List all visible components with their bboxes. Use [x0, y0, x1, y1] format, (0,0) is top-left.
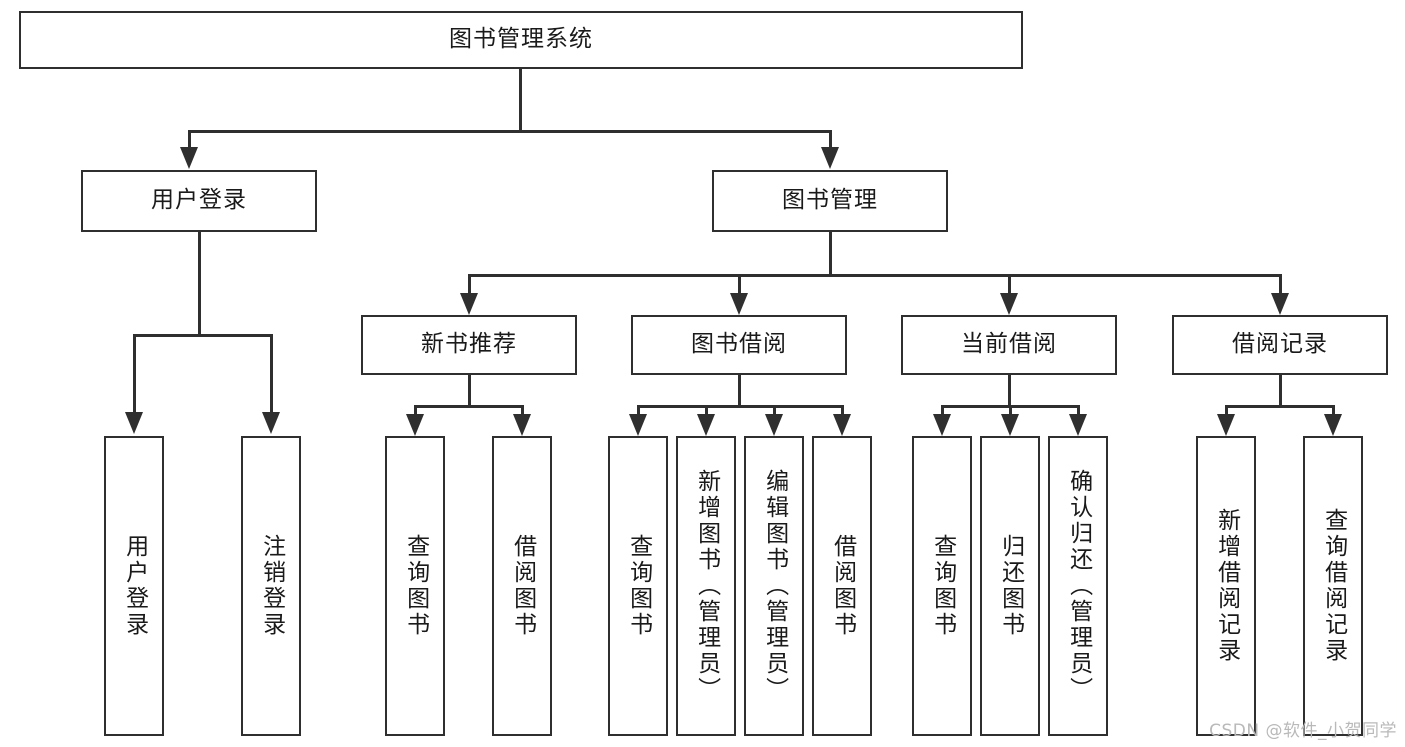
- connector-borrow-record-bar: [1225, 405, 1333, 408]
- node-leaf-query-record[interactable]: 查询借阅记录: [1303, 436, 1363, 736]
- arrow-to-leaf-return-book: [1001, 414, 1019, 436]
- node-leaf-user-login[interactable]: 用户登录: [104, 436, 164, 736]
- connector-book-manage-drop-3: [1008, 274, 1011, 296]
- connector-borrow-record-stem: [1279, 375, 1282, 407]
- node-label: 编辑图书（管理员）: [761, 469, 788, 703]
- node-book-manage[interactable]: 图书管理: [712, 170, 948, 232]
- connector-borrow-record-drop-1: [1225, 405, 1228, 417]
- connector-borrow-record-drop-2: [1332, 405, 1335, 417]
- node-label: 借阅图书: [509, 534, 536, 638]
- connector-book-borrow-drop-4: [841, 405, 844, 417]
- node-label: 当前借阅: [961, 331, 1057, 358]
- node-label: 确认归还（管理员）: [1065, 469, 1092, 703]
- arrow-to-current-borrow: [1000, 293, 1018, 315]
- connector-user-login-bar: [133, 334, 272, 337]
- node-new-book-rec[interactable]: 新书推荐: [361, 315, 577, 375]
- csdn-watermark: CSDN @软件_小贺同学: [1209, 721, 1397, 741]
- connector-book-manage-drop-1: [468, 274, 471, 296]
- connector-root-bar: [188, 130, 832, 133]
- node-leaf-borrow-book-2[interactable]: 借阅图书: [812, 436, 872, 736]
- connector-book-borrow-drop-1: [637, 405, 640, 417]
- arrow-to-leaf-query-book-1: [406, 414, 424, 436]
- connector-current-borrow-drop-2: [1009, 405, 1012, 417]
- arrow-to-leaf-add-record: [1217, 414, 1235, 436]
- node-root-system[interactable]: 图书管理系统: [19, 11, 1023, 69]
- arrow-to-user-login: [180, 147, 198, 169]
- node-label: 新增图书（管理员）: [693, 469, 720, 703]
- connector-book-manage-bar: [468, 274, 1282, 277]
- connector-book-borrow-bar: [637, 405, 842, 408]
- node-leaf-confirm-return[interactable]: 确认归还（管理员）: [1048, 436, 1108, 736]
- connector-current-borrow-drop-1: [941, 405, 944, 417]
- node-label: 图书借阅: [691, 331, 787, 358]
- node-label: 借阅记录: [1232, 331, 1328, 358]
- connector-book-borrow-drop-2: [705, 405, 708, 417]
- node-book-borrow[interactable]: 图书借阅: [631, 315, 847, 375]
- connector-user-login-stem: [198, 232, 201, 336]
- connector-book-manage-drop-4: [1279, 274, 1282, 296]
- node-current-borrow[interactable]: 当前借阅: [901, 315, 1117, 375]
- node-leaf-add-book[interactable]: 新增图书（管理员）: [676, 436, 736, 736]
- arrow-to-borrow-record: [1271, 293, 1289, 315]
- connector-root-to-book-manage: [829, 130, 832, 150]
- node-leaf-add-record[interactable]: 新增借阅记录: [1196, 436, 1256, 736]
- connector-book-borrow-stem: [738, 375, 741, 407]
- arrow-to-leaf-add-book: [697, 414, 715, 436]
- node-leaf-edit-book[interactable]: 编辑图书（管理员）: [744, 436, 804, 736]
- arrow-to-new-book-rec: [460, 293, 478, 315]
- connector-new-book-rec-stem: [468, 375, 471, 407]
- connector-book-manage-drop-2: [738, 274, 741, 296]
- node-label: 新增借阅记录: [1213, 508, 1240, 664]
- node-leaf-user-logout[interactable]: 注销登录: [241, 436, 301, 736]
- node-label: 图书管理系统: [449, 26, 593, 53]
- arrow-to-leaf-user-login: [125, 412, 143, 434]
- connector-book-manage-stem: [829, 232, 832, 276]
- node-leaf-borrow-book-1[interactable]: 借阅图书: [492, 436, 552, 736]
- arrow-to-leaf-query-book-2: [629, 414, 647, 436]
- arrow-to-book-borrow: [730, 293, 748, 315]
- arrow-to-leaf-confirm-return: [1069, 414, 1087, 436]
- arrow-to-leaf-borrow-book-2: [833, 414, 851, 436]
- connector-new-book-rec-drop-1: [414, 405, 417, 417]
- arrow-to-leaf-edit-book: [765, 414, 783, 436]
- node-label: 用户登录: [121, 534, 148, 638]
- node-label: 注销登录: [258, 534, 285, 638]
- node-label: 查询图书: [402, 534, 429, 638]
- arrow-to-leaf-query-record: [1324, 414, 1342, 436]
- node-leaf-query-book-2[interactable]: 查询图书: [608, 436, 668, 736]
- connector-new-book-rec-drop-2: [521, 405, 524, 417]
- arrow-to-leaf-query-book-3: [933, 414, 951, 436]
- node-label: 借阅图书: [829, 534, 856, 638]
- node-label: 用户登录: [151, 187, 247, 214]
- arrow-to-book-manage: [821, 147, 839, 169]
- node-leaf-return-book[interactable]: 归还图书: [980, 436, 1040, 736]
- connector-user-login-drop-1: [133, 334, 136, 414]
- node-leaf-query-book-3[interactable]: 查询图书: [912, 436, 972, 736]
- node-label: 新书推荐: [421, 331, 517, 358]
- connector-current-borrow-drop-3: [1077, 405, 1080, 417]
- node-label: 查询图书: [625, 534, 652, 638]
- node-label: 图书管理: [782, 187, 878, 214]
- arrow-to-leaf-user-logout: [262, 412, 280, 434]
- node-label: 归还图书: [997, 534, 1024, 638]
- connector-current-borrow-stem: [1008, 375, 1011, 407]
- connector-new-book-rec-bar: [414, 405, 522, 408]
- node-borrow-record[interactable]: 借阅记录: [1172, 315, 1388, 375]
- arrow-to-leaf-borrow-book-1: [513, 414, 531, 436]
- connector-user-login-drop-2: [270, 334, 273, 414]
- node-label: 查询借阅记录: [1320, 508, 1347, 664]
- node-user-login[interactable]: 用户登录: [81, 170, 317, 232]
- connector-root-stem: [519, 69, 522, 131]
- node-leaf-query-book-1[interactable]: 查询图书: [385, 436, 445, 736]
- connector-root-to-user-login: [188, 130, 191, 150]
- node-label: 查询图书: [929, 534, 956, 638]
- connector-book-borrow-drop-3: [773, 405, 776, 417]
